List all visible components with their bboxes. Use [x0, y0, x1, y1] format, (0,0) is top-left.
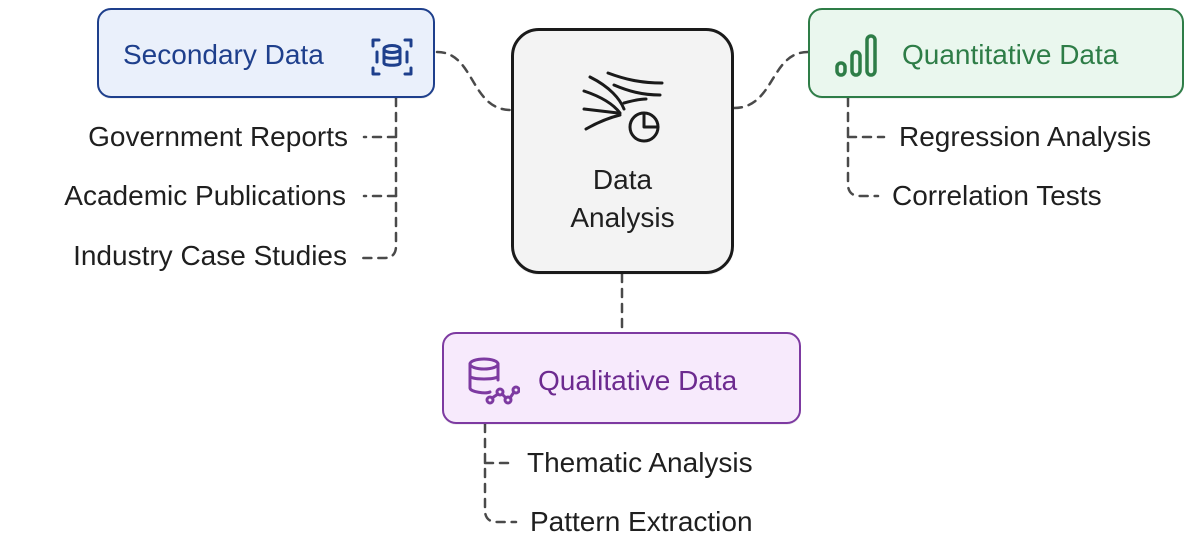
- database-scan-icon: [367, 32, 417, 82]
- bar-chart-icon: [832, 30, 884, 82]
- leaf-pattern-extraction: Pattern Extraction: [530, 506, 753, 537]
- qualitative-data-label: Qualitative Data: [538, 365, 738, 396]
- leaf-regression-analysis: Regression Analysis: [899, 121, 1152, 152]
- chart-flow-icon: [580, 69, 670, 149]
- connector-secondary-center: [435, 50, 513, 112]
- secondary-data-label: Secondary Data: [123, 39, 324, 70]
- connector-quantitative-center: [732, 50, 810, 110]
- secondary-data-node[interactable]: Secondary Data: [97, 8, 435, 98]
- leaf-government-reports: Government Reports: [88, 121, 348, 152]
- leaf-thematic-analysis: Thematic Analysis: [527, 447, 753, 478]
- leaf-correlation-tests: Correlation Tests: [892, 180, 1102, 211]
- center-title-line-2: Analysis: [570, 202, 675, 233]
- connector-quantitative-items: [846, 96, 880, 198]
- connector-secondary-items: [360, 96, 398, 260]
- leaf-industry-case-studies: Industry Case Studies: [73, 240, 347, 271]
- quantitative-data-label: Quantitative Data: [902, 39, 1119, 70]
- leaf-academic-publications: Academic Publications: [64, 180, 346, 211]
- data-analysis-node[interactable]: Data Analysis: [511, 28, 734, 274]
- qualitative-data-node[interactable]: Qualitative Data: [442, 332, 801, 424]
- connector-qualitative-items: [483, 422, 518, 524]
- quantitative-data-node[interactable]: Quantitative Data: [808, 8, 1184, 98]
- center-title-line-1: Data: [592, 164, 653, 195]
- database-graph-icon: [464, 354, 520, 410]
